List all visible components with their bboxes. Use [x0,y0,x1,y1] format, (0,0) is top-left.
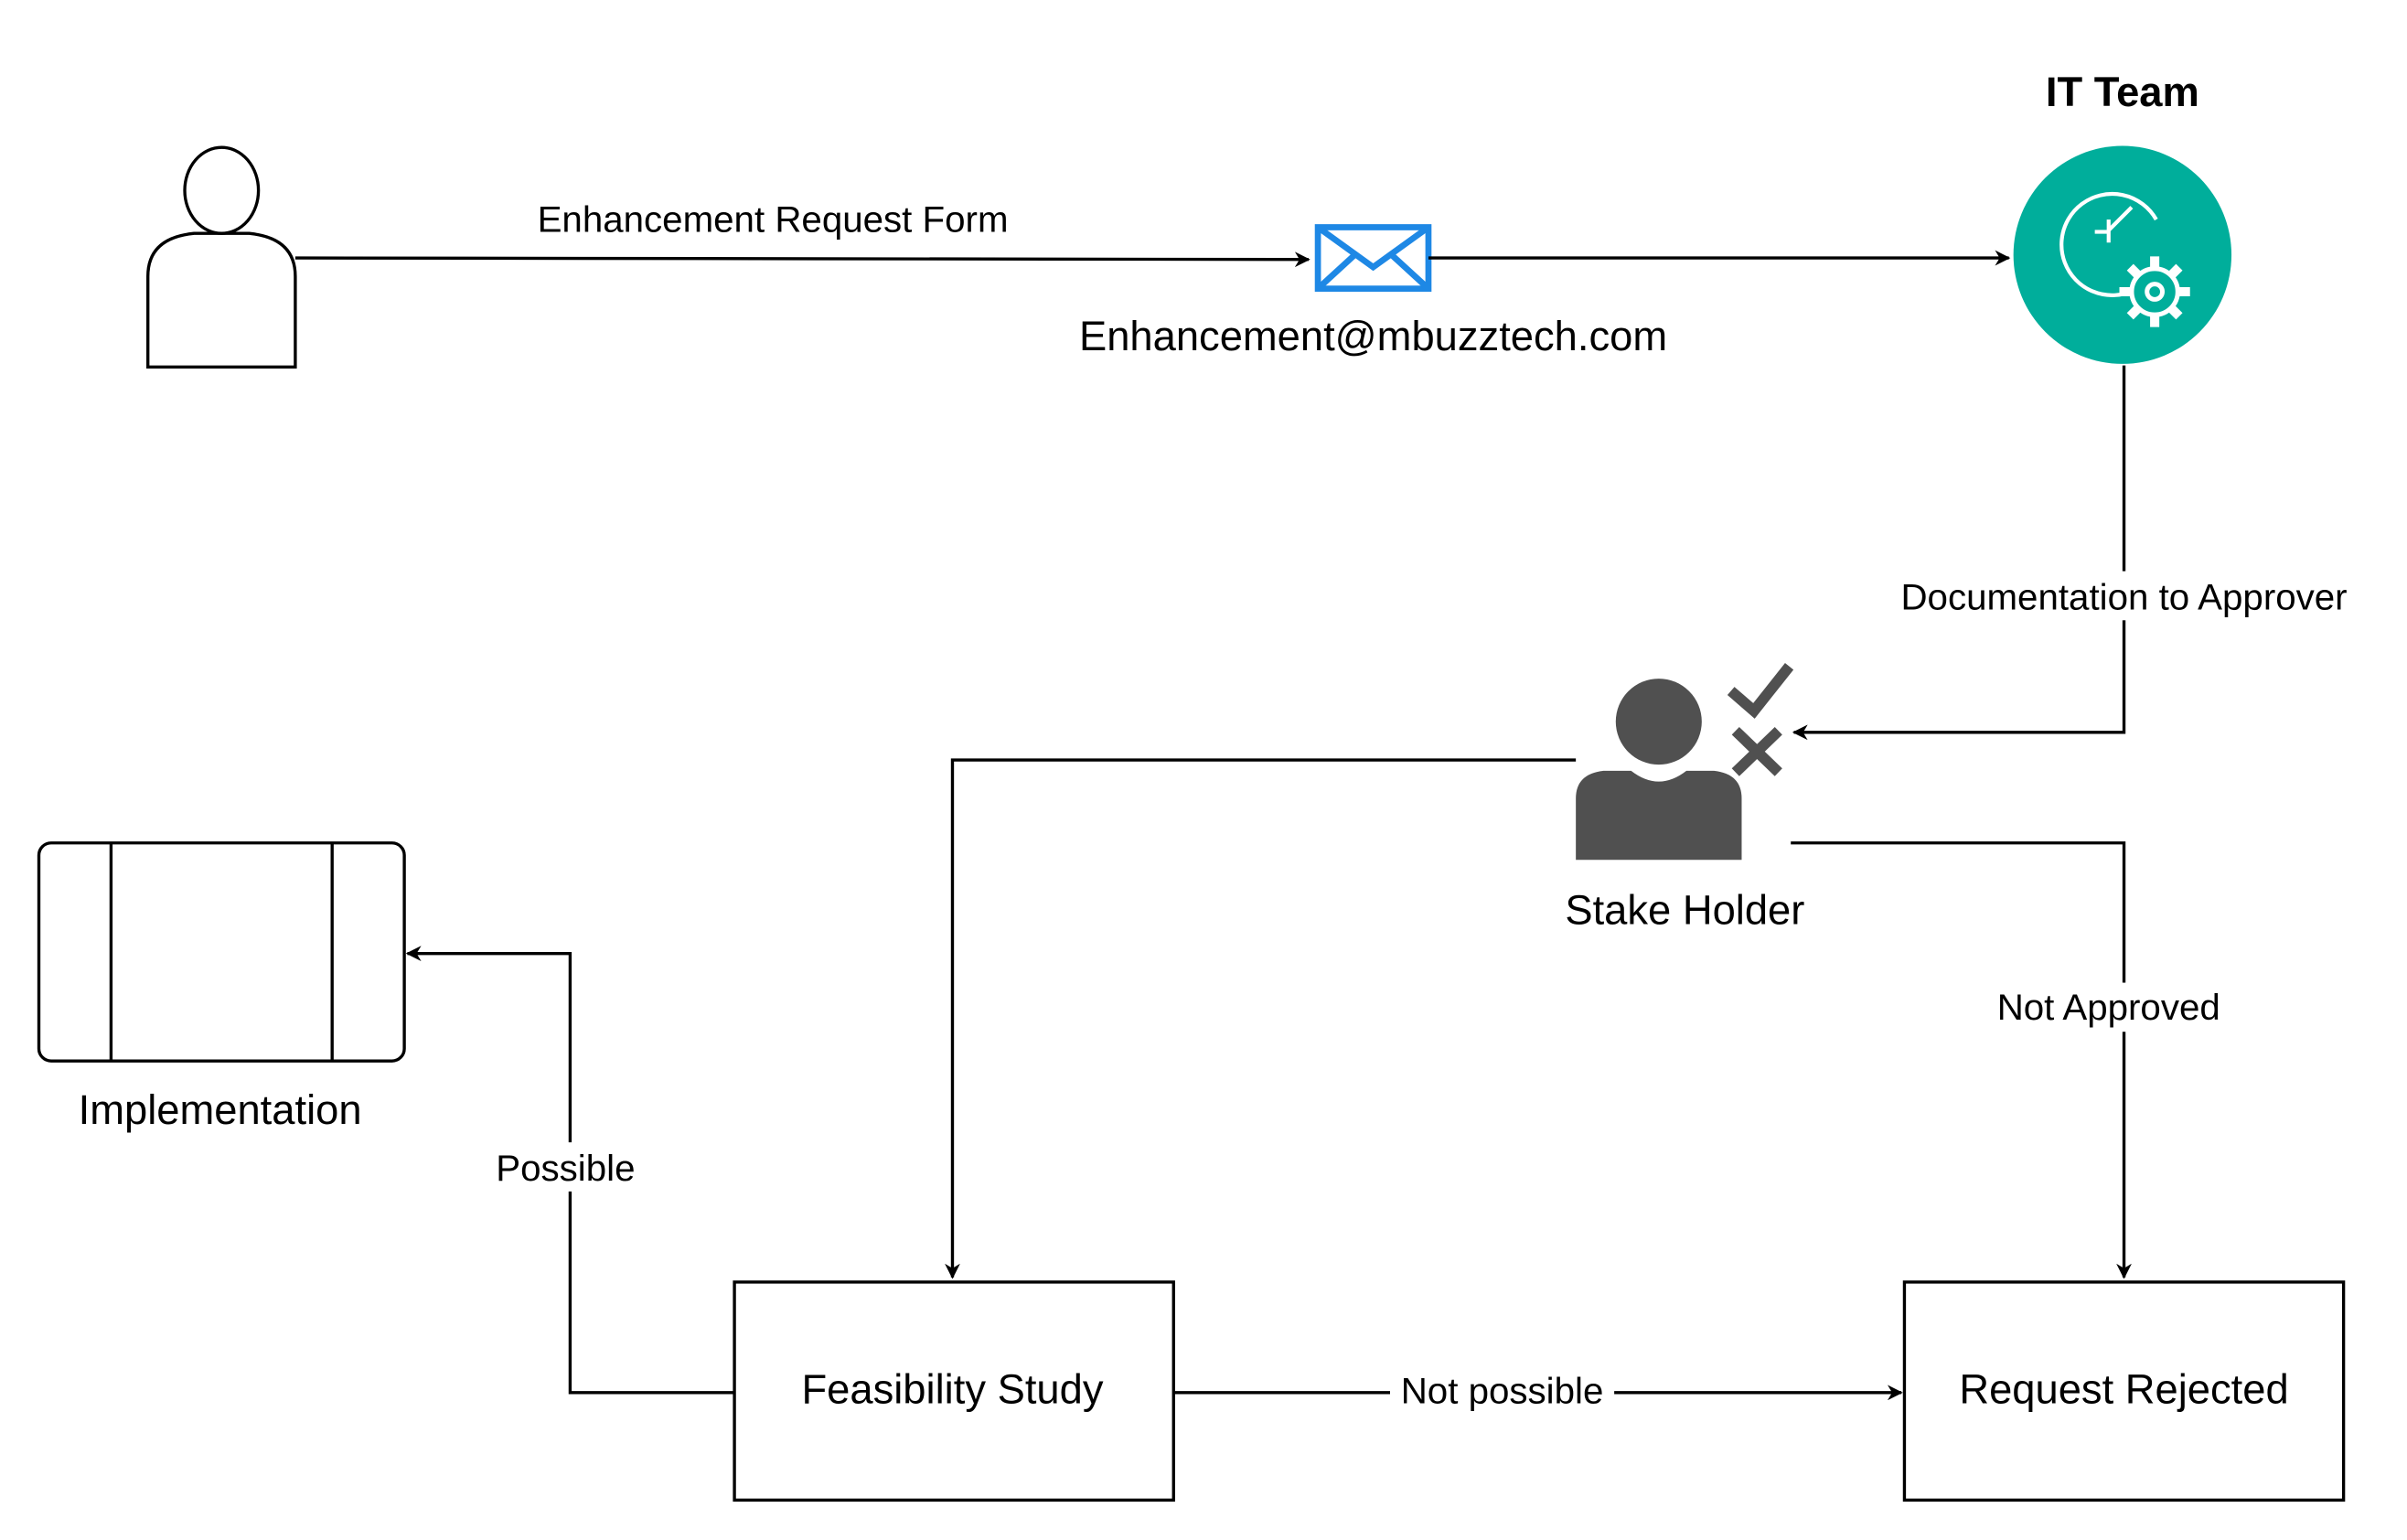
edge-not-approved: Not Approved [1791,841,2232,1279]
edge-not-possible: Not possible [1173,1366,1903,1417]
edge-label-enhancement-request-form: Enhancement Request Form [538,199,1009,241]
request-rejected-label: Request Rejected [1959,1366,2288,1413]
edge-label-not-possible: Not possible [1401,1371,1604,1412]
process-icon [37,841,406,1063]
feasibility-study-label: Feasibility Study [801,1366,1103,1413]
stake-holder-label: Stake Holder [1565,887,1804,934]
it-team-title: IT Team [2046,69,2199,115]
envelope-icon [1314,224,1432,293]
request-rejected-node: Request Rejected [1902,1280,2346,1503]
user-approve-reject-icon [1576,663,1794,861]
implementation-label: Implementation [79,1086,362,1133]
edge-label-not-approved: Not Approved [1997,987,2220,1028]
email-address-label: Enhancement@mbuzztech.com [1079,313,1667,359]
feasibility-study-node: Feasibility Study [733,1280,1175,1503]
edge-label-documentation-to-approver: Documentation to Approver [1900,577,2347,618]
edge-possible: Possible [405,946,735,1395]
edge-documentation-to-approver: Documentation to Approver [1792,365,2369,741]
clock-gear-icon [2013,145,2232,364]
edge-enhancement-request-form: Enhancement Request Form [294,199,1310,268]
user-outline-icon [146,145,297,369]
edge-stakeholder-to-feasibility [945,758,1577,1279]
edge-label-possible: Possible [496,1148,635,1189]
